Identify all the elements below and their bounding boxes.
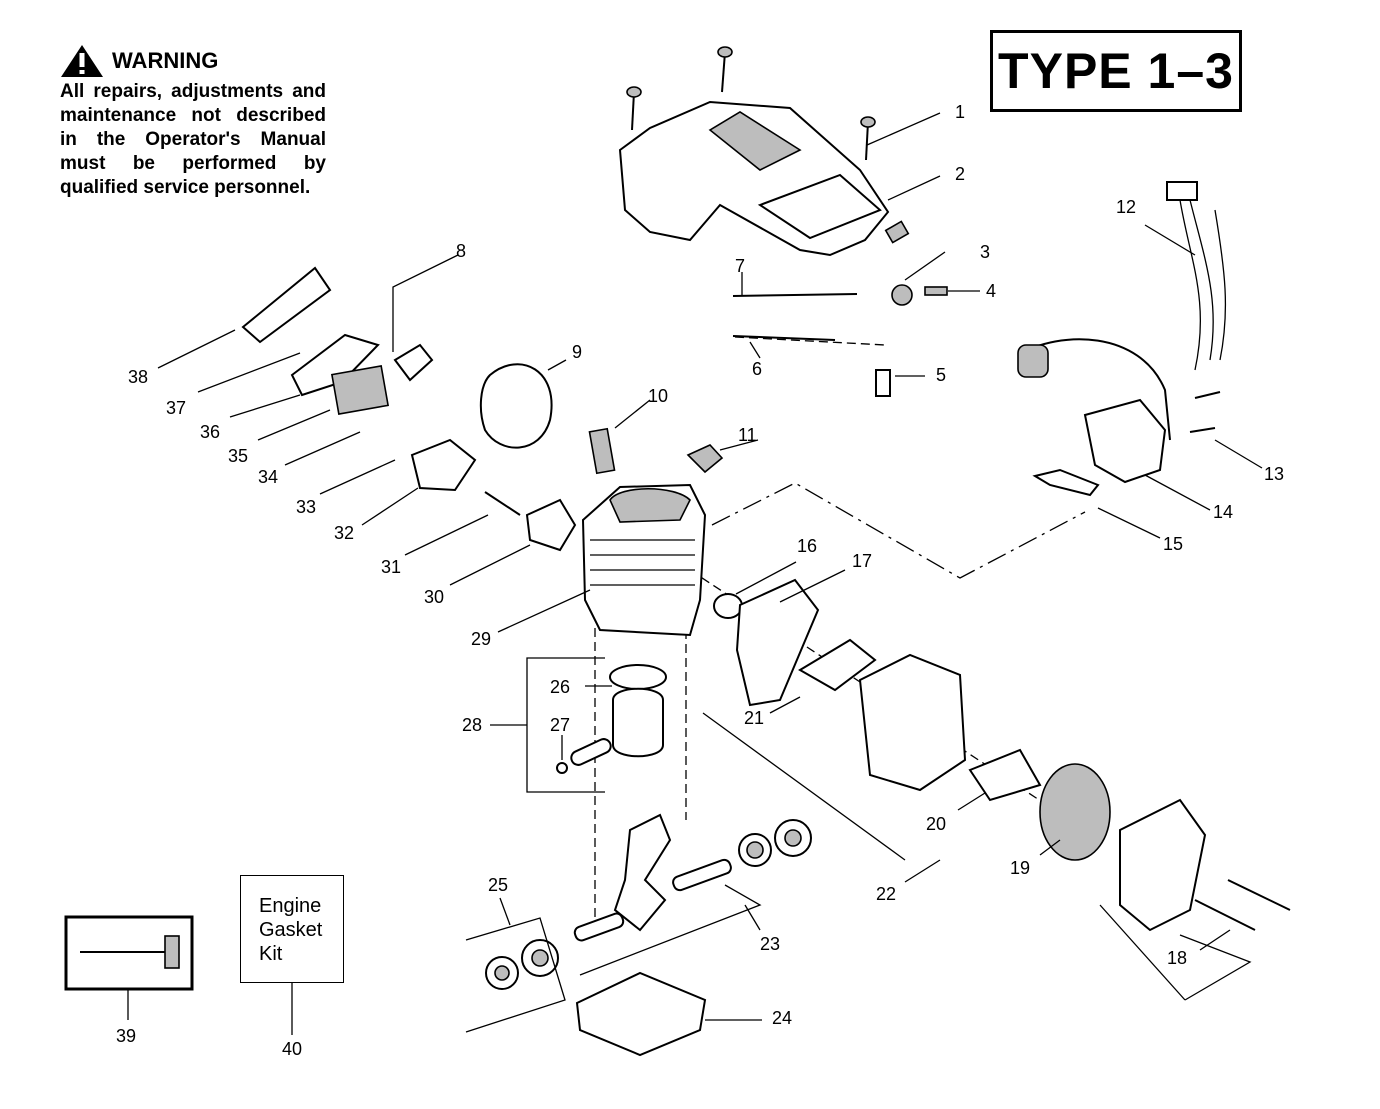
warning-heading: WARNING [60, 44, 326, 78]
muffler-bolt [1227, 879, 1291, 911]
muffler-cover [1119, 798, 1207, 932]
spring [875, 369, 891, 397]
piston [612, 687, 664, 758]
spark-arrestor [968, 748, 1042, 802]
carburetor [330, 365, 390, 415]
callout-11: 11 [738, 425, 757, 445]
warning-title: WARNING [112, 48, 219, 73]
bracket-25 [465, 917, 566, 1033]
type-label: TYPE 1–3 [990, 30, 1242, 112]
callout-27: 27 [550, 715, 570, 735]
callout-35: 35 [228, 446, 248, 466]
circlip [556, 762, 568, 774]
callout-34: 34 [258, 467, 278, 487]
callout-30: 30 [424, 587, 444, 607]
tool-icon [80, 935, 180, 969]
bolt [484, 491, 521, 516]
callout-10: 10 [648, 386, 668, 406]
bracket [1032, 468, 1100, 497]
callout-32: 32 [334, 523, 354, 543]
leader-lines [127, 112, 1263, 1035]
ignition-module [1017, 338, 1221, 484]
callout-38: 38 [128, 367, 148, 387]
cylinder-cover [618, 100, 890, 257]
air-filter [241, 266, 332, 344]
piston-ring [609, 664, 667, 690]
callout-6: 6 [752, 359, 762, 379]
warning-notice: WARNING All repairs, adjustments and mai… [60, 44, 326, 200]
callout-25: 25 [488, 875, 508, 895]
piston-pin [570, 738, 612, 766]
callout-26: 26 [550, 677, 570, 697]
callout-4: 4 [986, 281, 996, 301]
callout-24: 24 [772, 1008, 792, 1028]
callout-39: 39 [116, 1026, 136, 1046]
carburetor-bracket [290, 333, 380, 397]
callout-8: 8 [456, 241, 466, 261]
callout-13: 13 [1264, 464, 1284, 484]
callout-33: 33 [296, 497, 316, 517]
intake-flange [410, 438, 477, 492]
muffler-bolt [1194, 899, 1256, 931]
exhaust-sleeve [713, 593, 743, 619]
engine-gasket-kit-box: Engine Gasket Kit [240, 875, 344, 983]
callout-19: 19 [1010, 858, 1030, 878]
callout-5: 5 [936, 365, 946, 385]
warning-text: All repairs, adjustments and maintenance… [60, 81, 326, 198]
callout-36: 36 [200, 422, 220, 442]
callout-12: 12 [1116, 197, 1136, 217]
callout-22: 22 [876, 884, 896, 904]
muffler-gasket [798, 638, 877, 692]
rod [732, 335, 836, 341]
cylinder [581, 483, 707, 637]
callout-9: 9 [572, 342, 582, 362]
callout-2: 2 [955, 164, 965, 184]
callout-23: 23 [760, 934, 780, 954]
wire-harness [1166, 181, 1227, 371]
callout-21: 21 [744, 708, 764, 728]
grommet [884, 220, 910, 244]
callout-28: 28 [462, 715, 482, 735]
callout-17: 17 [852, 551, 872, 571]
kit-label-line-1: Engine [259, 895, 322, 917]
callout-31: 31 [381, 557, 401, 577]
heat-shield [735, 578, 820, 707]
callout-37: 37 [166, 398, 186, 418]
kit-label-line-2: Gasket [259, 919, 323, 941]
intake-boot [479, 363, 553, 449]
assembly-guide-line [711, 482, 1086, 579]
callout-1: 1 [955, 102, 965, 122]
callout-3: 3 [980, 242, 990, 262]
plug-cap [686, 444, 724, 474]
callout-29: 29 [471, 629, 491, 649]
crankcase-cap [575, 971, 707, 1057]
arrestor-screen [1039, 763, 1111, 861]
rod [732, 293, 858, 297]
cover-screw [626, 46, 876, 161]
nut [891, 284, 913, 306]
intake-elbow [393, 343, 434, 382]
callout-15: 15 [1163, 534, 1183, 554]
callout-18: 18 [1167, 948, 1187, 968]
callout-20: 20 [926, 814, 946, 834]
callout-7: 7 [735, 256, 745, 276]
kit-label-line-3: Kit [259, 943, 283, 965]
crankshaft [573, 813, 732, 942]
rod-guide-line [734, 336, 886, 346]
muffler-body [858, 653, 967, 792]
intake-gasket [525, 498, 577, 552]
spark-plug [588, 427, 616, 475]
warning-triangle-icon [61, 45, 103, 77]
callout-14: 14 [1213, 502, 1233, 522]
callout-16: 16 [797, 536, 817, 556]
callout-labels: 1 2 3 4 5 6 7 8 9 10 11 12 13 14 15 16 1… [116, 102, 1284, 1059]
callout-40: 40 [282, 1039, 302, 1059]
screw [924, 286, 948, 296]
